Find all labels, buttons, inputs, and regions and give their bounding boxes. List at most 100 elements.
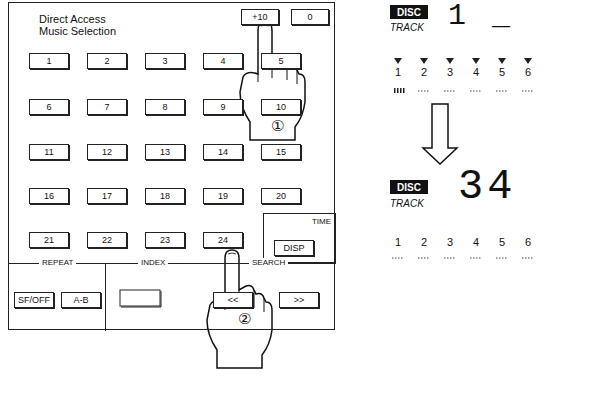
track-index: 5 [494,236,510,248]
key-label: 2 [104,56,109,66]
key-label: 17 [102,191,112,201]
panel-title: Direct Access Music Selection [39,13,131,37]
display-panel: TRACK34123456DISC [388,168,610,273]
section-label: INDEX [138,258,168,268]
track-index: 2 [416,236,432,248]
key-button: 7 [87,99,127,115]
key-label: 22 [102,235,112,245]
key-button: 14 [203,144,243,160]
key-label: 13 [160,147,170,157]
disc-badge: DISC [390,180,428,194]
button-group: SEARCH<<>> [201,263,336,331]
track-index: 6 [520,236,536,248]
key-button: 6 [29,99,69,115]
key-label: 8 [162,102,167,112]
badge-label: DISC [397,182,421,193]
track-index: 5 [494,66,510,78]
key-label: 3 [162,56,167,66]
callout-number: ① [271,118,284,134]
key-label: 5 [278,56,283,66]
key-label: 24 [218,235,228,245]
key-label: << [228,295,239,305]
key-button: +10 [241,9,279,25]
key-button: 4 [203,53,243,69]
key-button: 15 [261,144,301,160]
key-button: 24 [203,232,243,248]
key-label: 11 [44,147,53,157]
key-button: 19 [203,188,243,204]
key-label: 20 [276,191,286,201]
disc-badge: DISC [390,5,428,19]
key-label: 21 [44,235,54,245]
key-button: 1 [29,53,69,69]
key-button: 3 [145,53,185,69]
key-button: << [213,292,253,308]
key-label: 18 [160,191,170,201]
track-index: 3 [442,66,458,78]
keypad-panel: Direct Access Music Selection+1001234567… [8,2,335,330]
key-button: 5 [261,53,301,69]
track-markers [394,58,532,93]
key-label: 7 [104,102,109,112]
key-label: 16 [44,191,54,201]
key-button: 8 [145,99,185,115]
track-index: 1 [390,236,406,248]
flow-arrow [423,104,457,164]
display-panel: TRACK 1 _ 123456 DISC [388,0,610,100]
pointing-hand [240,22,305,140]
track-label: TRACK [390,22,424,33]
key-button: 13 [145,144,185,160]
track-number: 34 [458,164,516,210]
button-group: REPEATSF/OFFA-B [9,263,106,331]
key-label: +10 [252,12,267,22]
key-label: 10 [276,102,286,112]
section-label: TIME [312,217,331,226]
key-button: 20 [261,188,301,204]
key-label: 6 [46,102,51,112]
key-label: 19 [218,191,228,201]
key-button: 11 [29,144,69,160]
key-button: A-B [61,292,101,308]
key-label: A-B [73,295,88,305]
key-label: SF/OFF [18,295,50,305]
key-label: 0 [307,12,312,22]
callout-number: ② [238,311,251,327]
track-index: 1 [390,66,406,78]
section-label: REPEAT [39,258,76,268]
track-label: TRACK [390,198,424,209]
key-label: 4 [220,56,225,66]
key-button: 17 [87,188,127,204]
track-index: 2 [416,66,432,78]
key-button: 23 [145,232,185,248]
key-button: 16 [29,188,69,204]
button-group: INDEX [106,263,201,331]
time-box: TIME DISP [263,213,336,263]
section-label: SEARCH [249,258,288,268]
track-number: 1 _ [448,0,514,33]
track-dashes [392,91,534,258]
key-label: 9 [220,102,225,112]
track-index: 3 [442,236,458,248]
key-button: 10 [261,99,301,115]
track-index: 4 [468,66,484,78]
key-button: >> [279,292,319,308]
key-label: 15 [276,147,286,157]
key-button: 0 [291,9,329,25]
key-label: DISP [283,243,304,253]
badge-label: DISC [397,7,421,18]
key-label: >> [294,295,305,305]
key-button: 9 [203,99,243,115]
key-button: 22 [87,232,127,248]
key-button: 21 [29,232,69,248]
key-button: 12 [87,144,127,160]
track-index: 4 [468,236,484,248]
key-button: 2 [87,53,127,69]
key-label: 12 [102,147,112,157]
track-index: 6 [520,66,536,78]
key-button: DISP [274,240,314,256]
key-label: 1 [46,56,51,66]
key-button: SF/OFF [14,292,54,308]
index-button [120,290,160,306]
key-label: 23 [160,235,170,245]
key-label: 14 [218,147,228,157]
